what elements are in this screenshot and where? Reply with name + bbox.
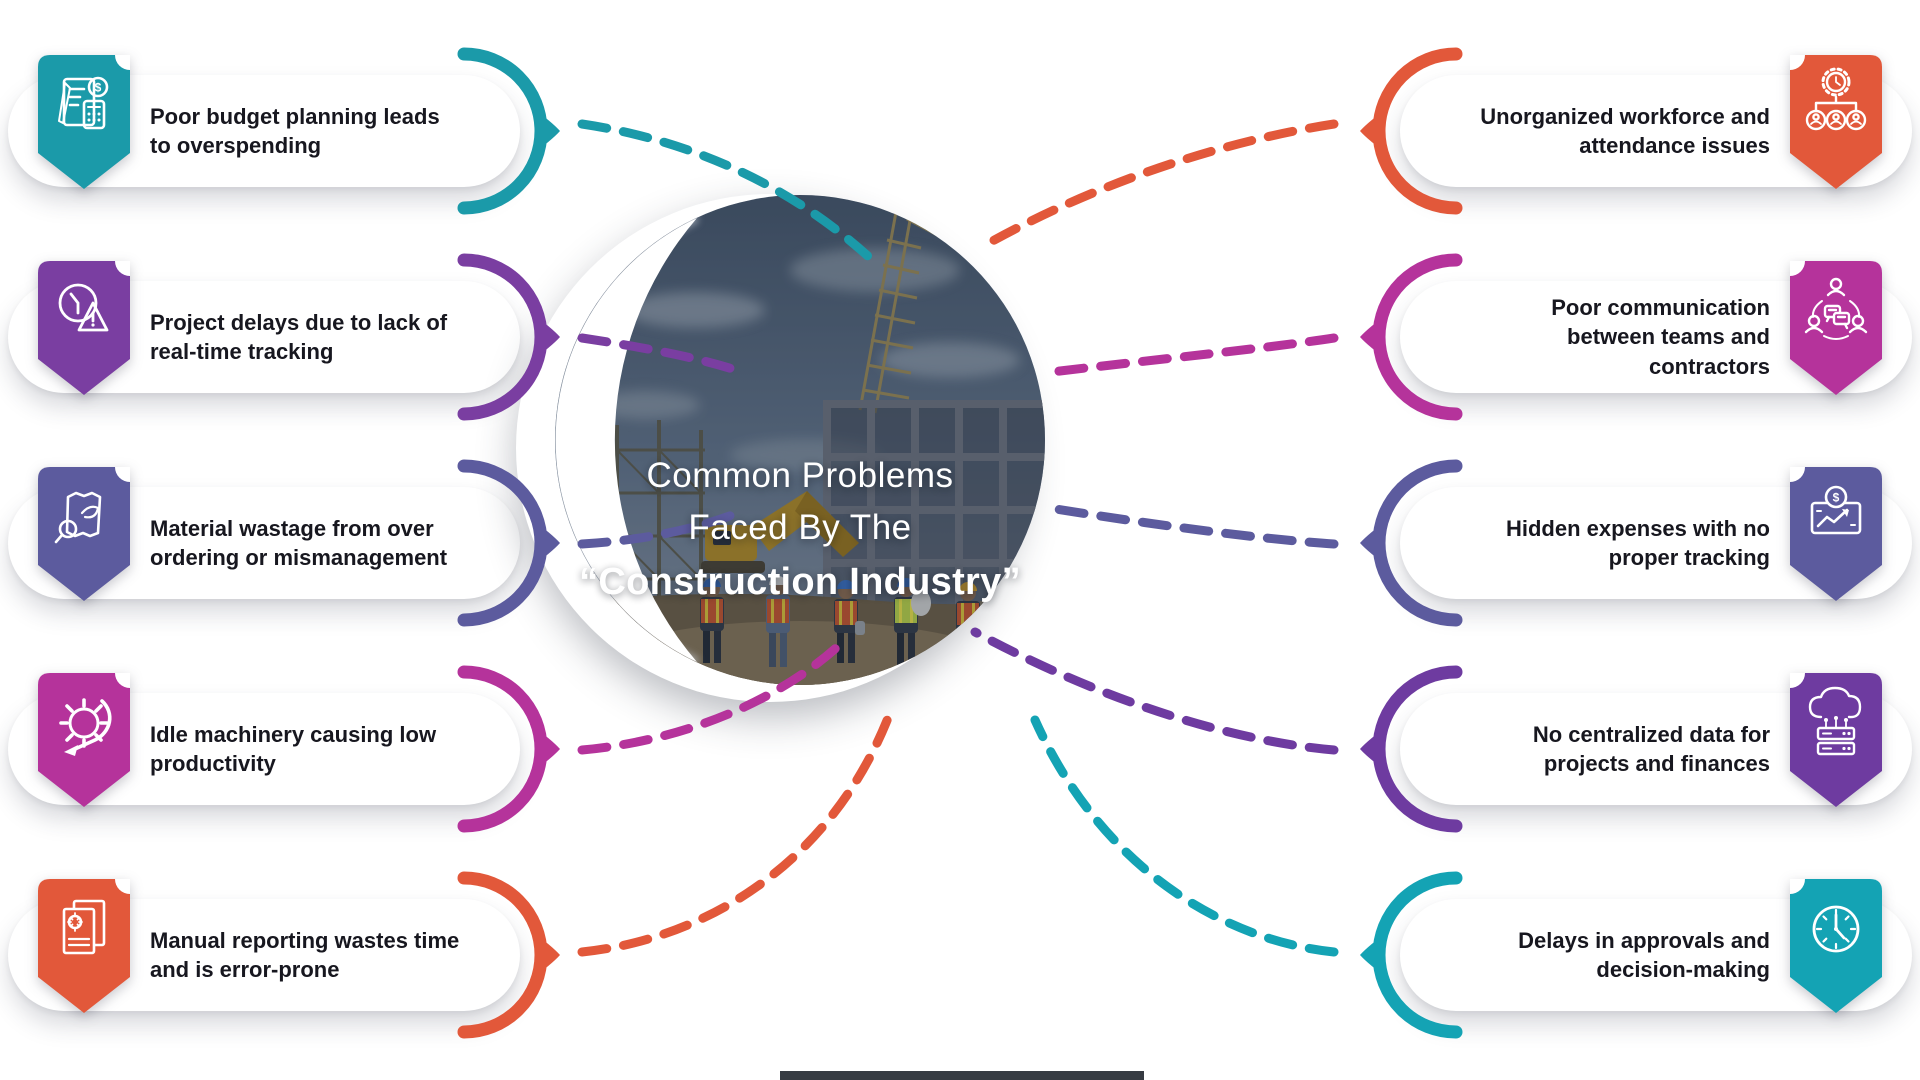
badge xyxy=(1790,55,1882,191)
card-arc xyxy=(1360,459,1463,627)
material-wastage-icon xyxy=(54,491,102,544)
card-arc xyxy=(1360,871,1463,1039)
card-label: Poor communication between teams and con… xyxy=(1551,295,1770,379)
bottom-edge-bar xyxy=(780,1071,1144,1080)
badge xyxy=(38,673,130,809)
svg-text:$: $ xyxy=(1833,491,1840,505)
title-line-3: “Construction Industry” xyxy=(579,561,1021,603)
hidden-expenses-icon: $ xyxy=(1810,485,1862,535)
centralized-data-icon xyxy=(1808,686,1862,756)
card-label: Project delays due to lack of real-time … xyxy=(150,309,448,364)
card-hidden-expenses: $ Hidden expenses with no proper trackin… xyxy=(1360,459,1912,627)
crescent-swoosh xyxy=(555,218,697,662)
connector-right-3 xyxy=(1045,503,1339,549)
card-label: Poor budget planning leads to overspendi… xyxy=(150,103,440,158)
card-poor-budget: $ Poor budget planning leads to overspen… xyxy=(8,47,560,215)
connector-left-5 xyxy=(577,713,893,957)
card-approval-delays: Delays in approvals and decision-making xyxy=(1360,871,1912,1039)
badge: $ xyxy=(38,55,130,191)
idle-machinery-icon xyxy=(59,698,112,756)
card-label: Manual reporting wastes time and is erro… xyxy=(150,927,460,982)
card-label: Hidden expenses with no proper tracking xyxy=(1505,515,1770,570)
card-arc xyxy=(1360,665,1463,833)
card-arc xyxy=(457,47,560,215)
card-arc xyxy=(457,871,560,1039)
card-unorganized-workforce: Unorganized workforce and attendance iss… xyxy=(1360,47,1912,215)
card-material-wastage: Material wastage from over ordering or m… xyxy=(8,459,560,627)
card-arc xyxy=(1360,47,1463,215)
title-line-1: Common Problems xyxy=(646,456,954,495)
manual-report-icon xyxy=(62,899,106,955)
delay-clock-icon xyxy=(58,283,109,332)
title-line-2: Faced By The xyxy=(688,508,912,547)
budget-calculator-icon: $ xyxy=(58,76,109,130)
card-arc xyxy=(457,253,560,421)
card-label: Material wastage from over ordering or m… xyxy=(150,515,448,570)
communication-icon xyxy=(1804,277,1868,340)
connector-right-1 xyxy=(975,119,1339,253)
card-idle-machinery: Idle machinery causing low productivity xyxy=(8,665,560,833)
badge xyxy=(38,467,130,603)
connector-right-2 xyxy=(1047,333,1339,377)
card-project-delays: Project delays due to lack of real-time … xyxy=(8,253,560,421)
construction-scene xyxy=(555,195,1045,685)
card-label: Idle machinery causing low productivity xyxy=(150,721,437,776)
badge: $ xyxy=(1790,467,1882,603)
card-label: No centralized data for projects and fin… xyxy=(1532,721,1770,776)
badge xyxy=(38,879,130,1015)
card-label: Delays in approvals and decision-making xyxy=(1518,927,1770,982)
badge xyxy=(1790,879,1882,1015)
card-label: Unorganized workforce and attendance iss… xyxy=(1480,103,1770,158)
badge xyxy=(38,261,130,397)
card-poor-communication: Poor communication between teams and con… xyxy=(1360,253,1912,421)
badge xyxy=(1790,261,1882,397)
card-no-centralized-data: No centralized data for projects and fin… xyxy=(1360,665,1912,833)
card-arc xyxy=(457,459,560,627)
svg-text:$: $ xyxy=(95,81,102,95)
workforce-icon xyxy=(1805,67,1867,131)
construction-photo-circle xyxy=(555,195,1045,685)
approvals-clock-icon xyxy=(1812,905,1860,953)
connector-right-4 xyxy=(970,627,1339,755)
card-arc xyxy=(457,665,560,833)
card-manual-reporting: Manual reporting wastes time and is erro… xyxy=(8,871,560,1039)
card-arc xyxy=(1360,253,1463,421)
badge xyxy=(1790,673,1882,809)
connector-right-5 xyxy=(1030,715,1339,957)
center-title: Common Problems Faced By The “Constructi… xyxy=(520,450,1080,610)
